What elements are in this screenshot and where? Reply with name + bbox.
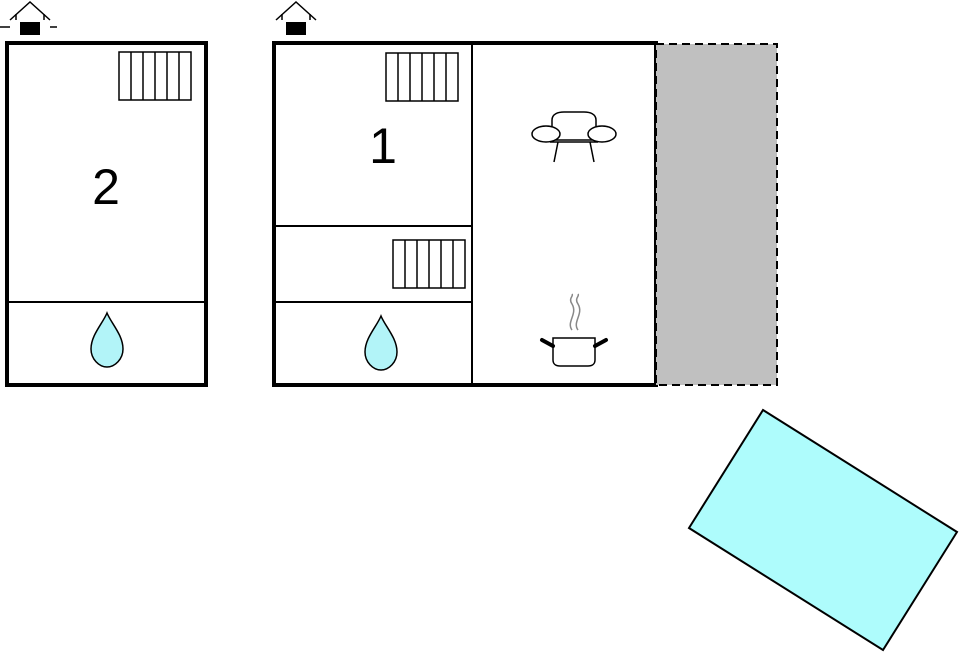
room-label-2: 2 (92, 159, 120, 215)
cooking-pot-icon (540, 293, 608, 367)
radiator-icon (385, 52, 459, 102)
building-2: 2 (0, 1, 208, 387)
swimming-pool (687, 408, 959, 652)
house-entrance-icon (0, 1, 57, 36)
building-2-outline (5, 41, 208, 387)
room-label-1: 1 (369, 118, 397, 174)
house-entrance-icon (275, 1, 317, 36)
radiator-icon (392, 239, 466, 289)
building-1-outline (272, 41, 658, 387)
sofa-icon (531, 111, 617, 163)
radiator-icon (118, 51, 192, 101)
water-drop-icon (364, 315, 398, 371)
terrace (655, 43, 778, 386)
water-drop-icon (90, 312, 124, 368)
building-1: 1 (272, 1, 658, 387)
